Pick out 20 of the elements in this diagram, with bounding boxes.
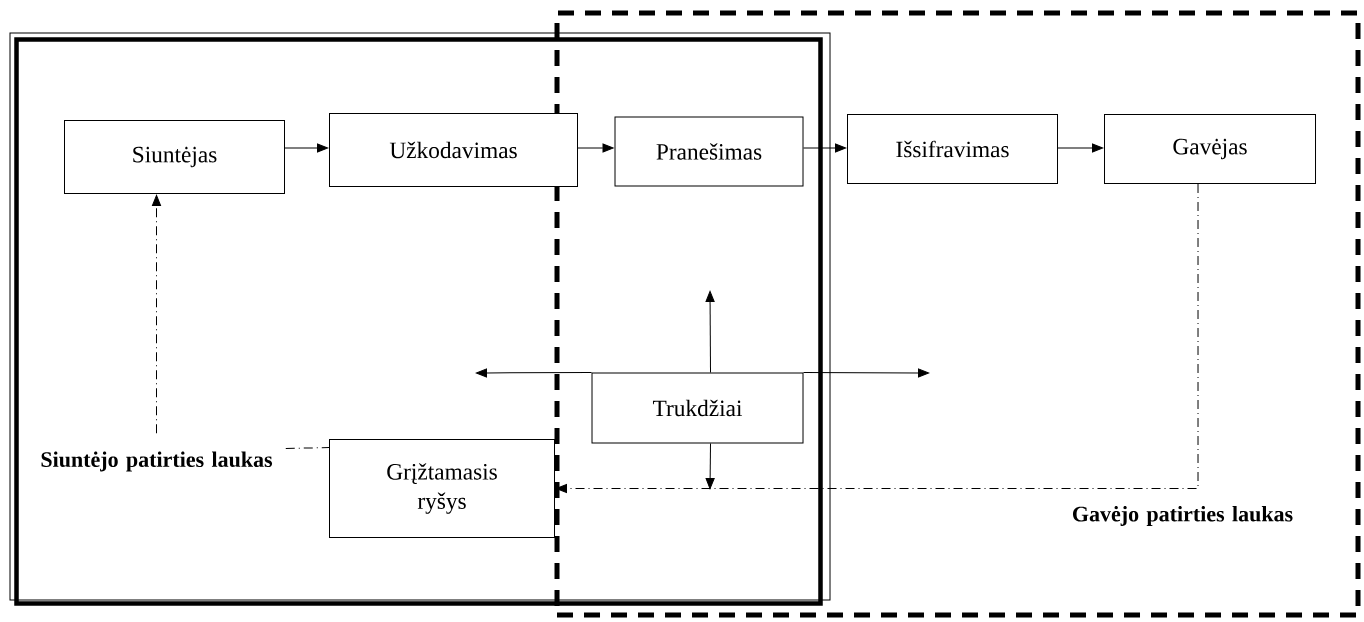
field-frame [554,10,1361,618]
process-box: Pranešimas [614,116,804,187]
arrow [151,194,162,434]
arrow [705,290,715,373]
process-box: Trukdžiai [591,372,804,444]
field-label: Siuntėjo patirties laukas [41,451,273,472]
arrow [475,368,592,378]
process-box: Siuntėjas [64,120,285,194]
field-frame [9,32,831,606]
process-box: Grįžtamasis ryšys [329,439,555,538]
arrow [705,443,715,490]
process-box: Gavėjas [1104,114,1316,184]
arrow [1057,143,1104,153]
process-box: Išsifravimas [847,114,1058,184]
arrow [284,143,329,153]
arrow [577,143,614,153]
field-label: Gavėjo patirties laukas [1072,506,1293,526]
arrow [803,143,847,153]
arrow [803,368,930,378]
process-box: Užkodavimas [329,113,578,187]
